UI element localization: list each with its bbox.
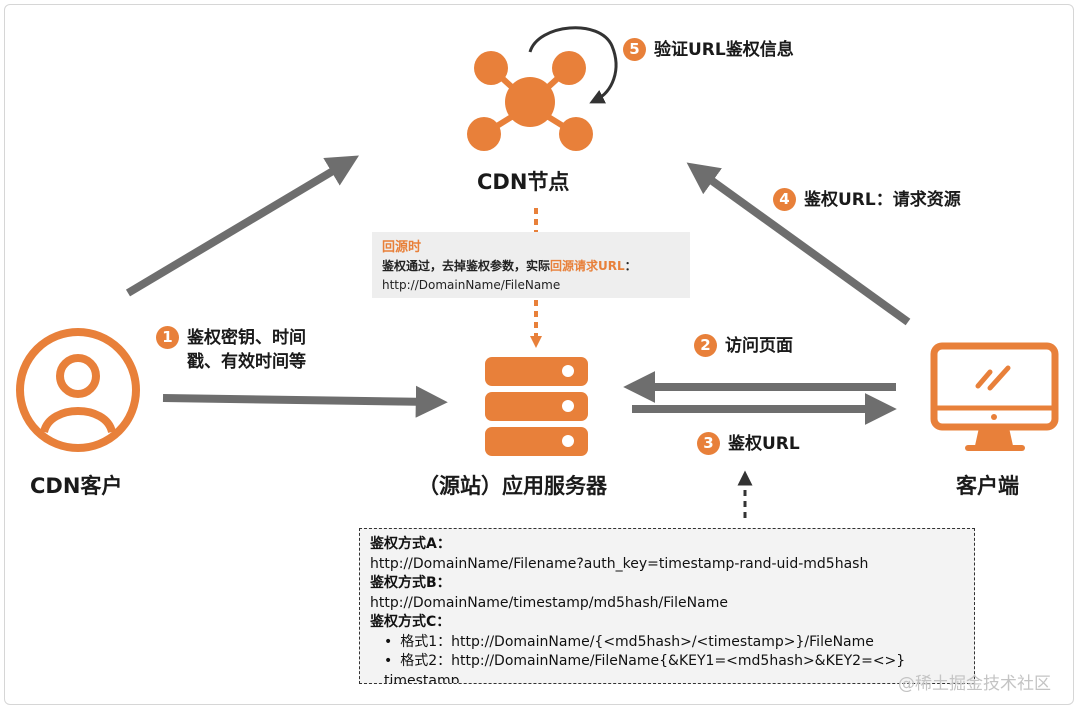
step-5-text: 验证URL鉴权信息 bbox=[654, 40, 794, 60]
step-1-number: 1 bbox=[156, 326, 179, 349]
origin-fetch-note: 回源时 鉴权通过，去掉鉴权参数，实际回源请求URL： http://Domain… bbox=[372, 232, 690, 298]
method-a-url: http://DomainName/Filename?auth_key=time… bbox=[370, 555, 869, 572]
method-c-format-2: 格式2：http://DomainName/FileName{&KEY1=<md… bbox=[370, 652, 964, 683]
step-3: 3 鉴权URL bbox=[697, 432, 800, 456]
step-4-number: 4 bbox=[773, 188, 796, 211]
method-b-url: http://DomainName/timestamp/md5hash/File… bbox=[370, 594, 728, 611]
cdn-node-icon bbox=[467, 51, 593, 151]
auth-methods-box: 鉴权方式A： http://DomainName/Filename?auth_k… bbox=[359, 528, 975, 684]
step-2-number: 2 bbox=[694, 334, 717, 357]
step-1-text-line1: 鉴权密钥、时间 bbox=[187, 328, 306, 348]
step-3-number: 3 bbox=[697, 432, 720, 455]
user-icon bbox=[16, 328, 140, 452]
origin-note-text: 鉴权通过，去掉鉴权参数，实际回源请求URL： bbox=[382, 257, 680, 276]
step-2-text: 访问页面 bbox=[725, 336, 793, 356]
step-5-number: 5 bbox=[623, 38, 646, 61]
step-4: 4 鉴权URL：请求资源 bbox=[773, 188, 961, 212]
method-c-title: 鉴权方式C： bbox=[370, 614, 451, 630]
server-icon bbox=[485, 357, 588, 456]
method-b-title: 鉴权方式B： bbox=[370, 575, 451, 591]
step-1-text-line2: 戳、有效时间等 bbox=[187, 352, 306, 372]
origin-note-highlight: 回源请求URL bbox=[550, 259, 625, 273]
origin-note-url: http://DomainName/FileName bbox=[382, 278, 561, 292]
cdn-customer-label: CDN客户 bbox=[30, 474, 123, 498]
client-label: 客户端 bbox=[956, 474, 1019, 498]
arrow-customer-to-server bbox=[162, 385, 448, 418]
origin-server-label: （源站）应用服务器 bbox=[418, 474, 607, 498]
arrow-client-to-cdn bbox=[686, 162, 911, 326]
monitor-icon bbox=[930, 342, 1059, 451]
step-2: 2 访问页面 bbox=[694, 334, 793, 358]
method-a-title: 鉴权方式A： bbox=[370, 536, 451, 552]
verify-loop-arrow bbox=[528, 26, 618, 104]
step-5: 5 验证URL鉴权信息 bbox=[623, 38, 794, 62]
origin-note-title: 回源时 bbox=[382, 240, 422, 255]
watermark: @稀土掘金技术社区 bbox=[898, 674, 1051, 694]
diagram-frame bbox=[4, 4, 1074, 705]
step-3-text: 鉴权URL bbox=[728, 434, 800, 454]
step-4-text: 鉴权URL：请求资源 bbox=[804, 190, 961, 210]
cdn-node-label: CDN节点 bbox=[477, 170, 570, 194]
origin-note-text-before: 鉴权通过，去掉鉴权参数，实际 bbox=[382, 259, 551, 273]
arrow-customer-to-cdn bbox=[125, 155, 359, 297]
step-1: 1 鉴权密钥、时间 戳、有效时间等 bbox=[156, 326, 306, 374]
method-c-format-1: 格式1：http://DomainName/{<md5hash>/<timest… bbox=[370, 633, 964, 653]
origin-note-text-after: ： bbox=[624, 259, 637, 273]
